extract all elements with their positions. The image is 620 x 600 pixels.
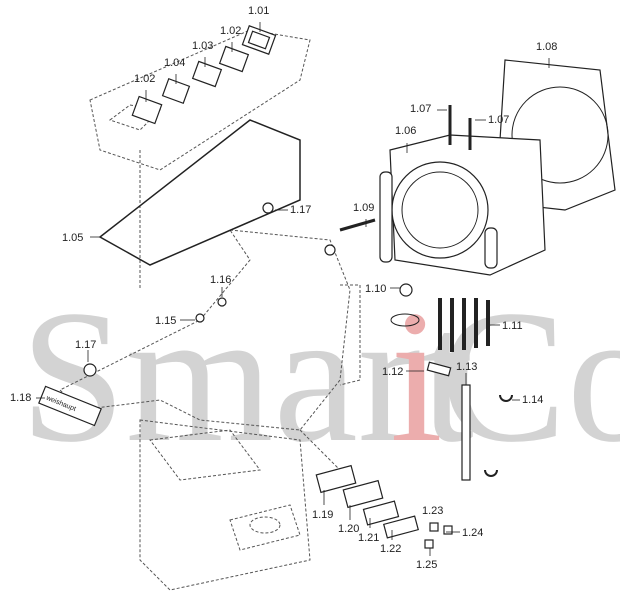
watermark-left: Smart (20, 272, 474, 482)
cover-plates (131, 25, 277, 125)
eyebolt-1-10 (399, 283, 413, 297)
leader-lines (36, 22, 550, 556)
label-1-22: 1.22 (380, 543, 401, 555)
label-1-13: 1.13 (456, 361, 477, 373)
label-1-02: 1.02 (134, 73, 155, 85)
plate-1-12 (426, 361, 452, 377)
label-1-03: 1.03 (192, 40, 213, 52)
label-1-18: 1.18 (10, 392, 31, 404)
nameplate-1-18: weishaupt (38, 385, 102, 427)
label-1-12: 1.12 (382, 366, 403, 378)
eyebolt-1-17a (262, 202, 274, 214)
clip-1-14 (499, 394, 513, 402)
gasket-1-05 (98, 119, 301, 266)
label-1-01: 1.01 (248, 5, 269, 17)
mounting-plate-1-06 (379, 134, 546, 276)
label-1-17: 1.17 (290, 204, 311, 216)
label-1-06: 1.06 (395, 125, 416, 137)
label-1-15: 1.15 (155, 315, 176, 327)
label-1-25: 1.25 (416, 559, 437, 571)
nut-1-15 (195, 313, 205, 323)
label-1-17: 1.17 (75, 339, 96, 351)
label-1-16: 1.16 (210, 274, 231, 286)
part-labels: 1.01 1.02 1.03 1.04 1.02 1.08 1.07 1.07 … (10, 5, 557, 571)
label-1-11: 1.11 (502, 320, 523, 332)
label-1-21: 1.21 (358, 532, 379, 544)
label-1-07: 1.07 (488, 114, 509, 126)
label-1-20: 1.20 (338, 523, 359, 535)
eyebolt-1-17b (83, 363, 97, 377)
tube-1-13 (461, 384, 471, 481)
label-1-02: 1.02 (220, 25, 241, 37)
label-1-19: 1.19 (312, 509, 333, 521)
washer-1-16 (217, 297, 227, 307)
label-1-09: 1.09 (353, 202, 374, 214)
label-1-14: 1.14 (522, 394, 543, 406)
watermark-accent: i (390, 272, 443, 482)
label-1-23: 1.23 (422, 505, 443, 517)
label-1-10: 1.10 (365, 283, 386, 295)
watermark: Smart i Co (20, 272, 620, 482)
label-1-04: 1.04 (164, 57, 185, 69)
label-1-08: 1.08 (536, 41, 557, 53)
label-1-07: 1.07 (410, 103, 431, 115)
label-1-05: 1.05 (62, 232, 83, 244)
pin-1-09 (339, 218, 376, 232)
bolts-1-11 (438, 298, 490, 352)
label-1-24: 1.24 (462, 527, 483, 539)
